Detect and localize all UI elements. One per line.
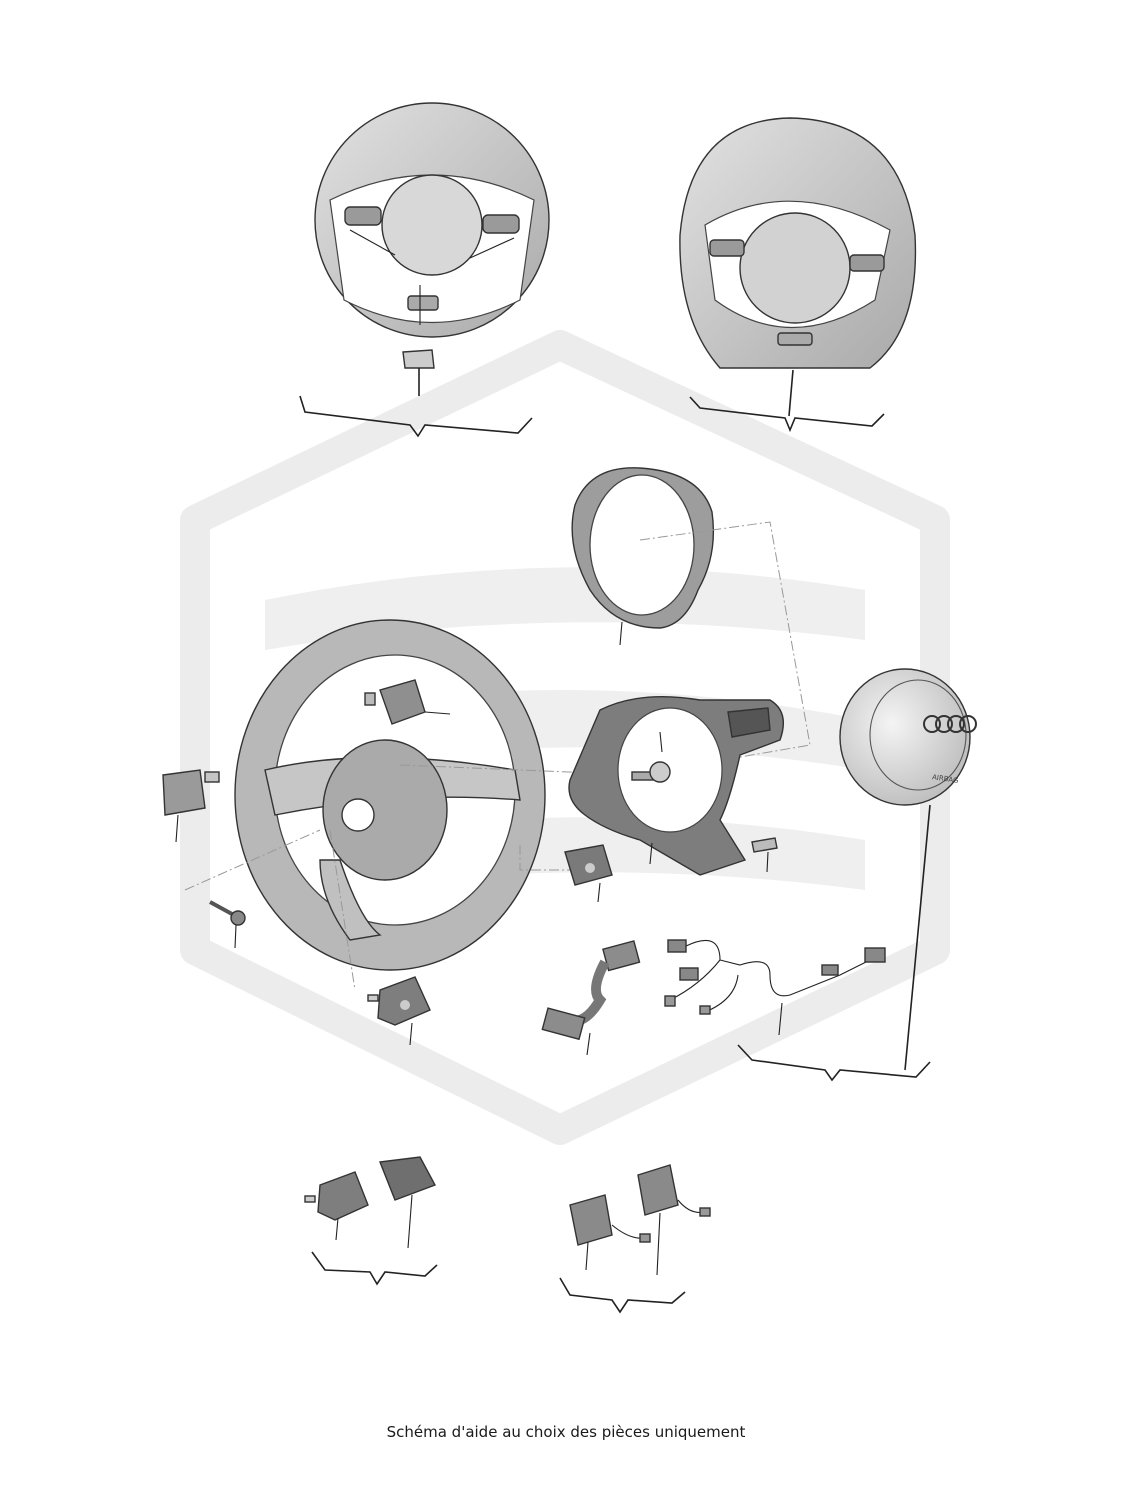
- rings-logo: [923, 715, 977, 733]
- airbag-label: AIRBAG: [932, 773, 959, 785]
- ribbon-cable: [541, 940, 641, 1056]
- connector-small-left: [364, 679, 451, 725]
- switch-button-lower: [367, 976, 431, 1046]
- screw: [209, 900, 246, 949]
- wiring-harness: [664, 939, 886, 1036]
- steering-wheel-main: [234, 619, 546, 971]
- trim-ring: [571, 467, 715, 646]
- small-cap: [751, 837, 778, 873]
- switch-module-left: [162, 769, 220, 843]
- switch-button-center: [564, 844, 613, 903]
- bracket-mid-right: [737, 1044, 931, 1082]
- module-pair-right: [559, 1164, 711, 1314]
- bolt: [631, 761, 671, 783]
- button-cap-top-left: [402, 349, 435, 369]
- switch-pair-left: [304, 1156, 438, 1286]
- bracket-top-left: [299, 368, 533, 438]
- steering-wheel-top-right: [679, 117, 917, 369]
- footer-caption: Schéma d'aide au choix des pièces unique…: [386, 1423, 746, 1441]
- bracket-top-right: [689, 369, 885, 433]
- airbag-unit: AIRBAG: [839, 668, 977, 1071]
- steering-wheel-top-left: [314, 102, 550, 338]
